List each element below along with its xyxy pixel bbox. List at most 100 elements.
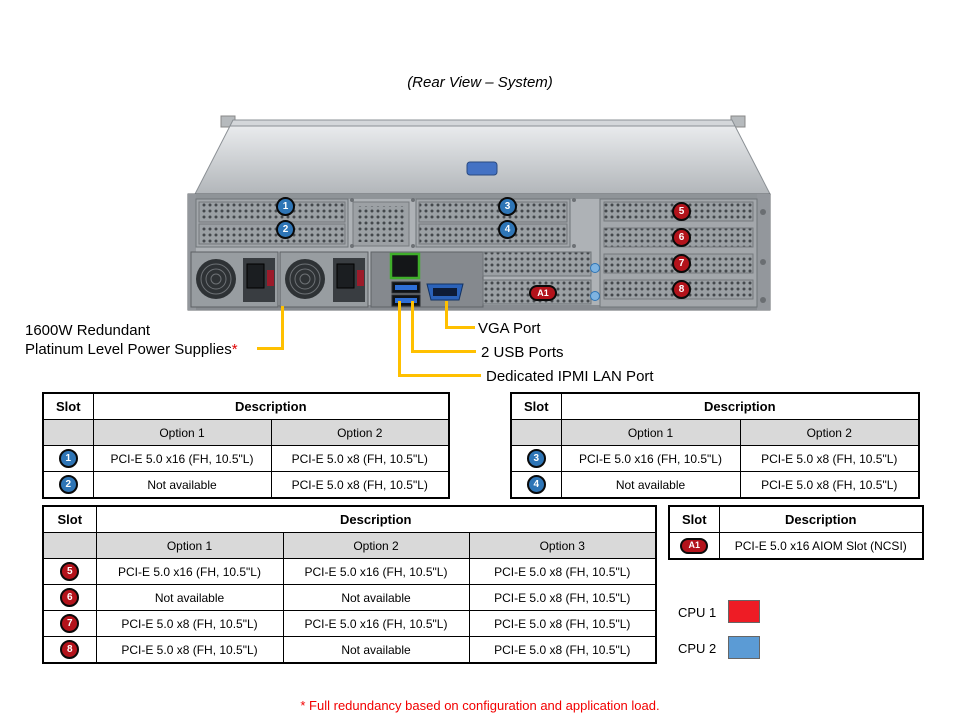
table-row: 2 Not available PCI-E 5.0 x8 (FH, 10.5"L… [42,471,450,499]
table-header-row: Slot Description [42,392,450,420]
desc-cell: PCI-E 5.0 x16 (FH, 10.5"L) [282,610,470,637]
desc-cell: Not available [92,471,272,499]
desc-cell: Not available [282,584,470,611]
desc-cell: PCI-E 5.0 x16 (FH, 10.5"L) [282,558,470,585]
cpu1-legend-label: CPU 1 [678,605,717,620]
chassis-lid [194,115,771,195]
ipmi-callout-line-v [398,301,401,377]
psu-footnote-asterisk: * [231,341,238,358]
subheader-empty-cell [42,419,94,446]
desc-cell: PCI-E 5.0 x8 (FH, 10.5"L) [468,610,657,637]
option-2-header: Option 2 [270,419,450,446]
desc-cell: PCI-E 5.0 x16 (FH, 10.5"L) [95,558,284,585]
option-1-header: Option 1 [92,419,272,446]
psu-callout-line2: Platinum Level Power Supplies* [25,341,238,358]
rear-io-panel [370,251,484,308]
slot-cell: 3 [510,445,562,472]
slot-5-badge: 5 [60,562,80,581]
figure-slot-6-badge: 6 [672,228,691,247]
vga-callout-line-h [445,326,475,329]
col-header-description: Description [95,505,657,533]
col-header-slot: Slot [510,392,562,420]
chassis-screws [350,198,576,248]
slot-table-1-2: Slot Description Option 1 Option 2 1 PCI… [42,392,451,499]
psu-callout-label: 1600W Redundant Platinum Level Power Sup… [25,321,238,359]
desc-cell: PCI-E 5.0 x8 (FH, 10.5"L) [739,471,920,499]
slot-table-3-4: Slot Description Option 1 Option 2 3 PCI… [510,392,921,499]
slot-cell: 4 [510,471,562,499]
desc-cell: PCI-E 5.0 x8 (FH, 10.5"L) [95,636,284,664]
figure-slot-7-badge: 7 [672,254,691,273]
desc-cell: Not available [560,471,741,499]
subheader-empty-cell [42,532,97,559]
table-row: 8 PCI-E 5.0 x8 (FH, 10.5"L) Not availabl… [42,636,657,664]
desc-cell: PCI-E 5.0 x8 (FH, 10.5"L) [270,471,450,499]
slot-2-badge: 2 [58,475,78,494]
desc-cell: PCI-E 5.0 x8 (FH, 10.5"L) [468,636,657,664]
option-3-header: Option 3 [468,532,657,559]
desc-cell: Not available [282,636,470,664]
option-2-header: Option 2 [739,419,920,446]
figure-aiom-a1-badge: A1 [529,285,557,301]
table-header-row: Slot Description [668,505,924,533]
vga-port [426,283,464,301]
table-row: 5 PCI-E 5.0 x16 (FH, 10.5"L) PCI-E 5.0 x… [42,558,657,585]
usb-callout-line-v [411,301,414,353]
desc-cell: PCI-E 5.0 x8 (FH, 10.5"L) [270,445,450,472]
aiom-slot-table: Slot Description A1 PCI-E 5.0 x16 AIOM S… [668,505,924,560]
table-row: A1 PCI-E 5.0 x16 AIOM Slot (NCSI) [668,532,924,560]
thumbscrews [590,263,600,301]
table-row: 1 PCI-E 5.0 x16 (FH, 10.5"L) PCI-E 5.0 x… [42,445,450,472]
cpu2-color-swatch [728,636,760,659]
psu-callout-line-h [257,347,284,350]
slot-3-badge: 3 [526,449,546,468]
table-row: 6 Not available Not available PCI-E 5.0 … [42,584,657,611]
vga-callout-line-v [445,301,448,329]
vga-callout-label: VGA Port [478,320,541,337]
slot-8-badge: 8 [60,640,80,659]
cpu1-color-swatch [728,600,760,623]
figure-slot-2-badge: 2 [276,220,295,239]
col-header-slot: Slot [42,392,94,420]
col-header-slot: Slot [668,505,720,533]
usb-callout-line-h [411,350,476,353]
table-header-row: Slot Description [42,505,657,533]
desc-cell: Not available [95,584,284,611]
figure-slot-1-badge: 1 [276,197,295,216]
redundancy-footnote: * Full redundancy based on configuration… [300,698,660,713]
power-supply-1 [190,251,279,308]
ipmi-lan-port [389,252,421,280]
page-title: (Rear View – System) [407,74,553,91]
table-row: 4 Not available PCI-E 5.0 x8 (FH, 10.5"L… [510,471,920,499]
usb-callout-label: 2 USB Ports [481,344,564,361]
table-row: 7 PCI-E 5.0 x8 (FH, 10.5"L) PCI-E 5.0 x1… [42,610,657,637]
slot-a1-badge: A1 [680,537,709,554]
brand-logo-badge [466,161,498,176]
usb-ports [391,281,421,307]
ipmi-callout-label: Dedicated IPMI LAN Port [486,368,654,385]
slot-cell: 6 [42,584,97,611]
table-row: 3 PCI-E 5.0 x16 (FH, 10.5"L) PCI-E 5.0 x… [510,445,920,472]
slot-cell: 7 [42,610,97,637]
slot-cell: 1 [42,445,94,472]
table-subheader-row: Option 1 Option 2 [42,419,450,446]
slot-cell: 5 [42,558,97,585]
slot-4-badge: 4 [526,475,546,494]
desc-cell: PCI-E 5.0 x8 (FH, 10.5"L) [468,584,657,611]
ipmi-callout-line-h [398,374,481,377]
table-subheader-row: Option 1 Option 2 Option 3 [42,532,657,559]
table-subheader-row: Option 1 Option 2 [510,419,920,446]
figure-slot-5-badge: 5 [672,202,691,221]
desc-cell: PCI-E 5.0 x8 (FH, 10.5"L) [739,445,920,472]
power-supply-2 [279,251,369,308]
figure-slot-4-badge: 4 [498,220,517,239]
slot-1-badge: 1 [58,449,78,468]
slot-table-5-8: Slot Description Option 1 Option 2 Optio… [42,505,657,664]
slot-7-badge: 7 [60,614,80,633]
option-1-header: Option 1 [95,532,284,559]
slot-cell: 8 [42,636,97,664]
desc-cell: PCI-E 5.0 x16 AIOM Slot (NCSI) [718,532,924,560]
slot-cell: 2 [42,471,94,499]
figure-slot-3-badge: 3 [498,197,517,216]
server-rear-illustration [187,115,771,311]
